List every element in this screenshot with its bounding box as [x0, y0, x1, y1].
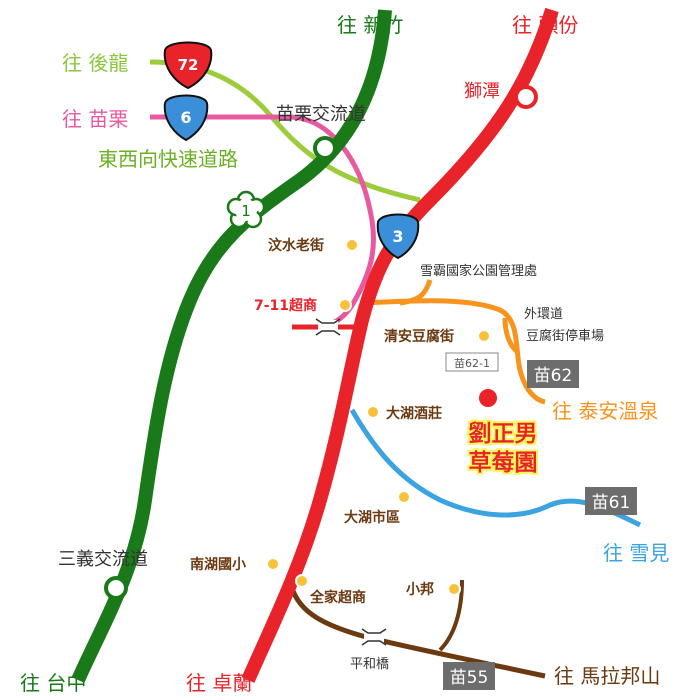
sanyi-interchange-icon	[104, 576, 128, 600]
xiaobang-label: 小邦	[406, 581, 434, 598]
direction-houlong: 往 後龍	[62, 51, 128, 75]
poi-xiaobang-icon	[447, 582, 461, 596]
bridge-icon-711	[315, 318, 341, 336]
bridge-icon-pinghe	[361, 628, 387, 646]
route-72-label: 72	[178, 56, 199, 74]
family-mart-label: 全家超商	[309, 589, 366, 606]
road-1-green	[71, 9, 392, 683]
seven-eleven-label: 7-11超商	[254, 297, 317, 314]
miao62-1-badge: 苗62-1	[445, 352, 499, 372]
destination-line1: 劉正男	[469, 420, 538, 447]
direction-miaoli: 往 苗栗	[62, 107, 128, 131]
shitan-label: 獅潭	[464, 81, 500, 102]
dahu-market-label: 大湖市區	[344, 509, 400, 526]
poi-wenshui-icon	[345, 238, 359, 252]
miao61-badge: 苗61	[585, 487, 637, 515]
svg-text:苗62: 苗62	[534, 366, 573, 386]
svg-text:苗55: 苗55	[450, 668, 489, 688]
route-3-label: 3	[392, 227, 403, 246]
poi-nanhu-icon	[266, 557, 280, 571]
poi-qingan-icon	[477, 329, 491, 343]
direction-zhuolan: 往 卓蘭	[186, 671, 252, 695]
direction-hsinchu: 往 新竹	[337, 13, 403, 37]
route-3-shield-icon: 3	[376, 213, 420, 260]
destination-line2: 草莓園	[469, 450, 538, 476]
miao55-badge: 苗55	[443, 662, 495, 690]
tofu-parking-label: 豆腐街停車場	[526, 328, 604, 344]
route-72-shield-icon: 72	[163, 41, 213, 90]
poi-winery-icon	[366, 405, 380, 419]
direction-toufen: 往 頭份	[512, 13, 578, 37]
road-xiaobang-brown	[438, 579, 464, 652]
route-1-shield-icon: 1	[226, 190, 266, 229]
poi-family-icon	[295, 574, 309, 588]
road-62-1-orange	[399, 279, 520, 355]
nanhu-school-label: 南湖國小	[190, 556, 246, 573]
expressway-label: 東西向快速道路	[98, 147, 238, 171]
direction-xuejian: 往 雪見	[603, 541, 669, 565]
route-6-label: 6	[180, 108, 191, 127]
route-6-shield-icon: 6	[163, 94, 209, 142]
svg-text:苗62-1: 苗62-1	[454, 357, 490, 370]
shitan-marker-icon	[514, 85, 538, 109]
pinghe-label: 平和橋	[350, 657, 389, 672]
direction-taian: 往 泰安溫泉	[552, 399, 658, 423]
miao62-badge: 苗62	[527, 360, 579, 388]
waihuan-label: 外環道	[524, 307, 563, 322]
miaoli-interchange-label: 苗栗交流道	[276, 104, 366, 125]
poi-711-icon	[338, 298, 352, 312]
direction-taichung: 往 台中	[20, 671, 86, 695]
sanyi-interchange-label: 三義交流道	[58, 549, 148, 570]
route-1-label: 1	[241, 202, 251, 220]
road-62-orange	[364, 298, 546, 405]
destination-label: 劉正男 草莓園	[469, 420, 538, 476]
wenshui-label: 汶水老街	[268, 237, 324, 254]
svg-text:苗61: 苗61	[592, 493, 631, 513]
road-3-red	[241, 7, 559, 683]
qingan-label: 清安豆腐街	[384, 328, 454, 345]
direction-malabang: 往 馬拉邦山	[554, 664, 660, 688]
poi-market-icon	[397, 490, 411, 504]
poi-dots	[266, 238, 491, 596]
miaoli-interchange-icon	[313, 136, 337, 160]
dahu-winery-label: 大湖酒莊	[386, 405, 442, 422]
road-6-pink	[150, 114, 376, 331]
destination-marker-icon	[479, 389, 497, 407]
xueba-label: 雪霸國家公園管理處	[420, 263, 537, 279]
